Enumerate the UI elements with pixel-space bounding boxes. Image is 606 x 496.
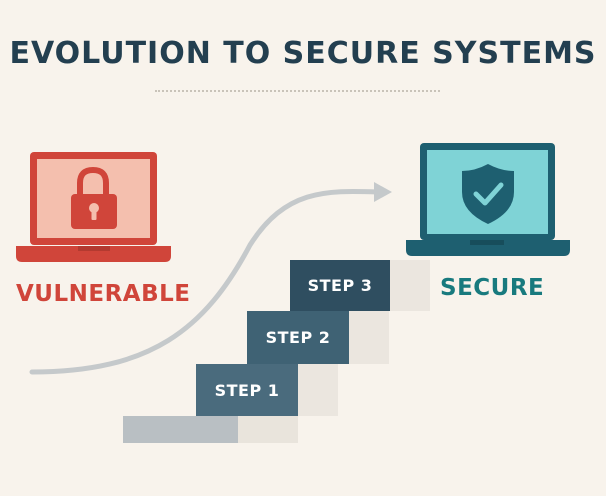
step-3: STEP 3 xyxy=(290,260,390,311)
step-2: STEP 2 xyxy=(247,311,349,364)
shield-check-icon xyxy=(462,164,514,224)
title-divider xyxy=(155,90,440,92)
step-1: STEP 1 xyxy=(196,364,298,416)
step-3-shadow xyxy=(390,260,430,311)
progress-arrow xyxy=(29,188,381,375)
base-step xyxy=(123,416,238,443)
page-title: EVOLUTION TO SECURE SYSTEMS xyxy=(9,36,597,71)
padlock-icon xyxy=(71,166,117,229)
base-step-shadow xyxy=(238,416,298,443)
secure-label: SECURE xyxy=(440,275,545,301)
arrow-head-icon xyxy=(374,182,392,202)
step-2-shadow xyxy=(349,311,389,364)
step-1-shadow xyxy=(298,364,338,416)
vulnerable-label: VULNERABLE xyxy=(16,281,191,307)
